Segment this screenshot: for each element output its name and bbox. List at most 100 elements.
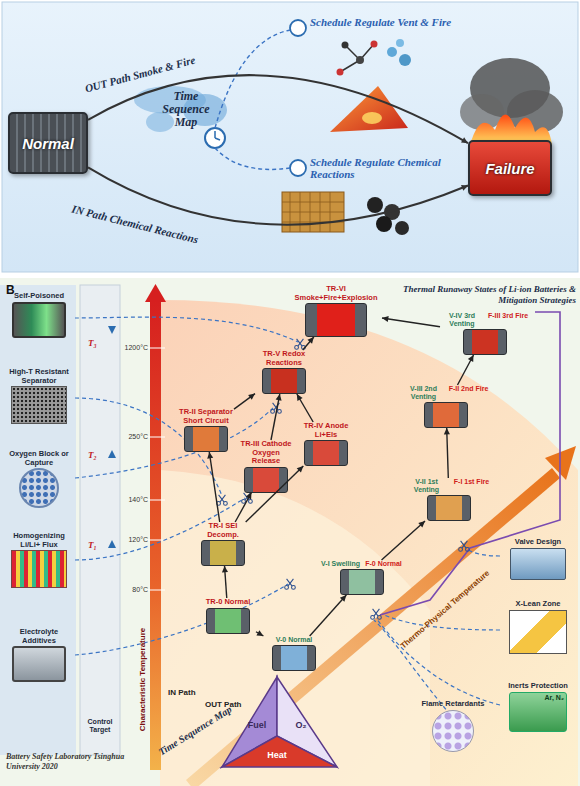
- strategy-icon: [12, 302, 66, 338]
- battery-icon: [427, 495, 471, 521]
- state-label: TR-I SEI Decomp.: [195, 522, 251, 539]
- node-label: Normal: [22, 135, 74, 152]
- mesh-grid: [282, 192, 344, 232]
- molecule-atom: [337, 69, 344, 76]
- state-label: TR-IV Anode Li+Els: [298, 422, 354, 439]
- state-node: V-II 1st VentingF-I 1st Fire: [405, 478, 493, 521]
- strategy-label: Homogenizing Li/Li+ Flux: [3, 532, 75, 549]
- arrow-head: [248, 394, 255, 400]
- arrow-head: [276, 394, 282, 401]
- connector: [447, 428, 449, 478]
- gas-sphere: [396, 39, 404, 47]
- strategy-label: Electrolyte Additives: [3, 628, 75, 645]
- battery-icon: [206, 608, 250, 634]
- strategy-icon: [12, 646, 66, 682]
- strategy-icon: [19, 468, 59, 508]
- state-node: TR-III Cathode Oxygen Release: [238, 440, 294, 493]
- battery-node: Normal: [8, 112, 88, 174]
- battery-icon: [304, 440, 348, 466]
- state-label: TR-0 Normal: [200, 598, 256, 607]
- strategy-box: Homogenizing Li/Li+ Flux: [3, 532, 75, 588]
- connector: [88, 75, 468, 143]
- state-label-row: V-IV 3rd VentingF-III 3rd Fire: [440, 312, 530, 328]
- state-label: TR-VI Smoke+Fire+Explosion: [290, 285, 382, 302]
- scissors-icon: [271, 403, 282, 413]
- arrow-head: [382, 316, 389, 322]
- connector: [457, 355, 473, 385]
- particle: [376, 216, 392, 232]
- state-label: F-II 2nd Fire: [447, 385, 490, 401]
- arrow-head: [468, 355, 474, 362]
- connector: [256, 632, 263, 636]
- state-node: V-IV 3rd VentingF-III 3rd Fire: [440, 312, 530, 355]
- strategy-label: Valve Design: [500, 538, 576, 547]
- triangle-label: O₂: [286, 720, 316, 730]
- mitigation-leader: [75, 584, 288, 655]
- strategy-column: [0, 285, 76, 755]
- state-node: TR-II Separator Short Circuit: [178, 408, 234, 452]
- state-node: TR-V Redox Reactions: [255, 350, 313, 394]
- strategy-box: Flame Retardants: [415, 700, 491, 752]
- annotation-label: Characteristic Temperature: [138, 620, 147, 740]
- strategy-icon: [432, 710, 474, 752]
- strategy-label: Flame Retardants: [415, 700, 491, 709]
- arrow-head: [222, 566, 228, 572]
- icon-label: Ar, N₂: [510, 693, 566, 702]
- strategy-box: Oxygen Block or Capture: [3, 450, 75, 508]
- state-label: V-0 Normal: [262, 636, 326, 644]
- schedule-link: [215, 30, 290, 128]
- battery-icon: [244, 467, 288, 493]
- strategy-icon: [11, 386, 67, 424]
- state-node: TR-VI Smoke+Fire+Explosion: [290, 285, 382, 337]
- state-label-row: V-III 2nd VentingF-II 2nd Fire: [402, 385, 490, 401]
- arrow-head: [297, 394, 303, 401]
- strategy-box: Inerts ProtectionAr, N₂: [500, 682, 576, 732]
- strategy-label: Inerts Protection: [500, 682, 576, 691]
- scissors-icon: [295, 339, 306, 349]
- control-arrow: [108, 450, 116, 458]
- clock-icon: [290, 20, 306, 36]
- temperature-arrow: [145, 284, 166, 302]
- gas-sphere: [399, 54, 411, 66]
- battery-icon: [424, 402, 468, 428]
- arrow-head: [340, 595, 346, 602]
- diagram-title: Thermal Runaway States of Li-ion Batteri…: [398, 284, 576, 306]
- battery-icon: [305, 303, 367, 337]
- state-label: V-I Swelling: [320, 560, 361, 568]
- strategy-box: Electrolyte Additives: [3, 628, 75, 682]
- temperature-ticks: [146, 348, 165, 590]
- fire-pyramid: [330, 86, 408, 132]
- mitigation-leader: [376, 618, 500, 705]
- control-target-column: [80, 285, 120, 755]
- strategy-label: X-Lean Zone: [500, 600, 576, 609]
- state-node: TR-IV Anode Li+Els: [298, 422, 354, 466]
- battery-node: Failure: [468, 140, 552, 196]
- battery-icon: [340, 569, 384, 595]
- temperature-bar: [150, 300, 161, 770]
- arrow-head: [461, 137, 468, 143]
- mitigation-leader: [466, 548, 500, 556]
- fan-band: [160, 470, 430, 786]
- state-label: V-IV 3rd Venting: [440, 312, 484, 328]
- strategy-box: X-Lean Zone: [500, 600, 576, 654]
- arrow-head: [307, 337, 313, 344]
- annotation-label: 1200°C: [118, 344, 148, 351]
- connector: [382, 318, 440, 327]
- annotation-label: Schedule Regulate Vent & Fire: [310, 16, 460, 28]
- material-mesh: [282, 192, 344, 232]
- clock-hands: [215, 131, 220, 140]
- strategy-box: Valve Design: [500, 538, 576, 580]
- molecule-atom: [342, 42, 349, 49]
- annotation-label: Time Sequence Map: [150, 90, 222, 129]
- strategy-icon: Ar, N₂: [509, 692, 567, 732]
- arrow-head: [207, 452, 213, 459]
- state-label-row: V-I SwellingF-0 Normal: [320, 560, 404, 568]
- connector: [271, 394, 280, 440]
- annotation-label: 120°C: [118, 536, 148, 543]
- connector: [88, 167, 468, 224]
- connector: [209, 452, 219, 522]
- connector: [310, 595, 347, 636]
- connector: [235, 493, 251, 523]
- annotation-label: 80°C: [118, 586, 148, 593]
